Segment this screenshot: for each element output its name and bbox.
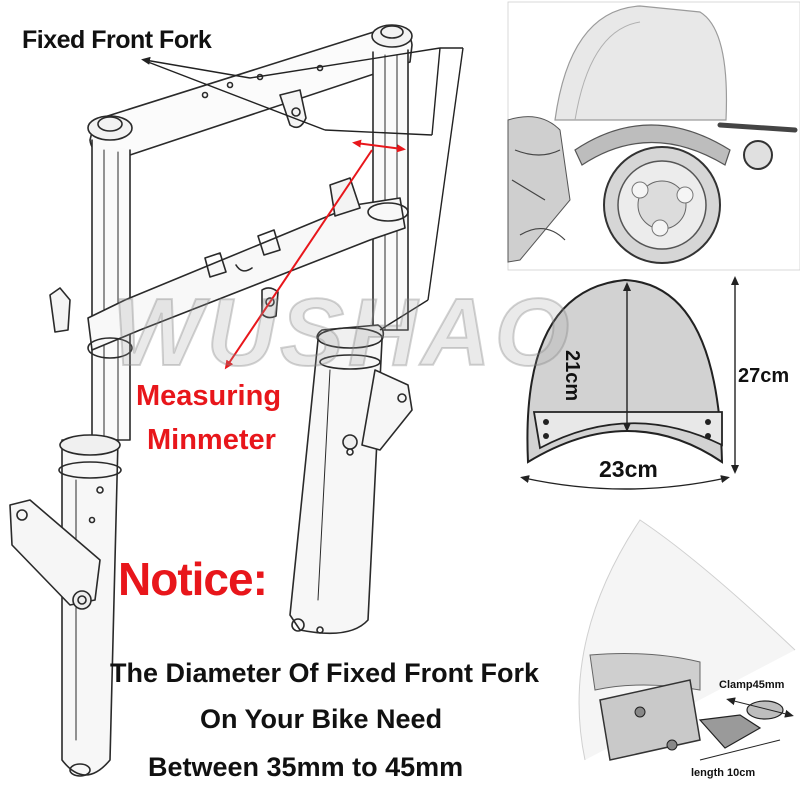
width-arrow — [520, 475, 730, 490]
diameter-note-line2: On Your Bike Need — [200, 704, 443, 734]
left-fork-cap — [87, 115, 133, 141]
diameter-note-line3: Between 35mm to 45mm — [148, 752, 464, 782]
diameter-arrow — [352, 139, 406, 153]
front-fork-drawing — [9, 24, 413, 777]
notice-heading: Notice: — [118, 553, 268, 605]
lower-triple-clamp — [87, 197, 406, 351]
width-label: 23cm — [599, 456, 658, 482]
right-lower-slider — [289, 324, 385, 635]
measuring-arrows — [224, 139, 406, 370]
left-lower-slider — [61, 439, 119, 776]
bracket-length-label: length 10cm — [691, 767, 756, 779]
fork-callout-arrow — [141, 56, 251, 79]
measuring-pointer-arrow — [224, 149, 373, 370]
right-stanchion — [372, 49, 409, 331]
fixed-front-fork-label: Fixed Front Fork — [22, 26, 212, 54]
installed-windshield — [554, 5, 728, 121]
measuring-label-line1: Measuring — [136, 380, 282, 412]
windshield-dimension-diagram — [520, 276, 739, 490]
motorcycle-photo — [507, 1, 800, 271]
turn-signal — [743, 140, 773, 170]
clamp-ring — [746, 700, 784, 720]
clamp-size-label: Clamp45mm — [719, 679, 785, 691]
clamp-arm — [698, 714, 762, 749]
mounting-bracket — [599, 679, 701, 761]
mounting-plate — [532, 411, 723, 450]
measuring-label-line2: Minmeter — [147, 424, 276, 456]
inner-height-label: 21cm — [561, 350, 583, 402]
diameter-note-line1: The Diameter Of Fixed Front Fork — [110, 658, 540, 688]
right-fork-cap — [371, 24, 413, 48]
total-height-label: 27cm — [738, 365, 790, 387]
clamp-photo — [578, 519, 796, 761]
guide-lines — [141, 47, 464, 331]
brand-watermark: WUSHAO — [111, 278, 574, 387]
